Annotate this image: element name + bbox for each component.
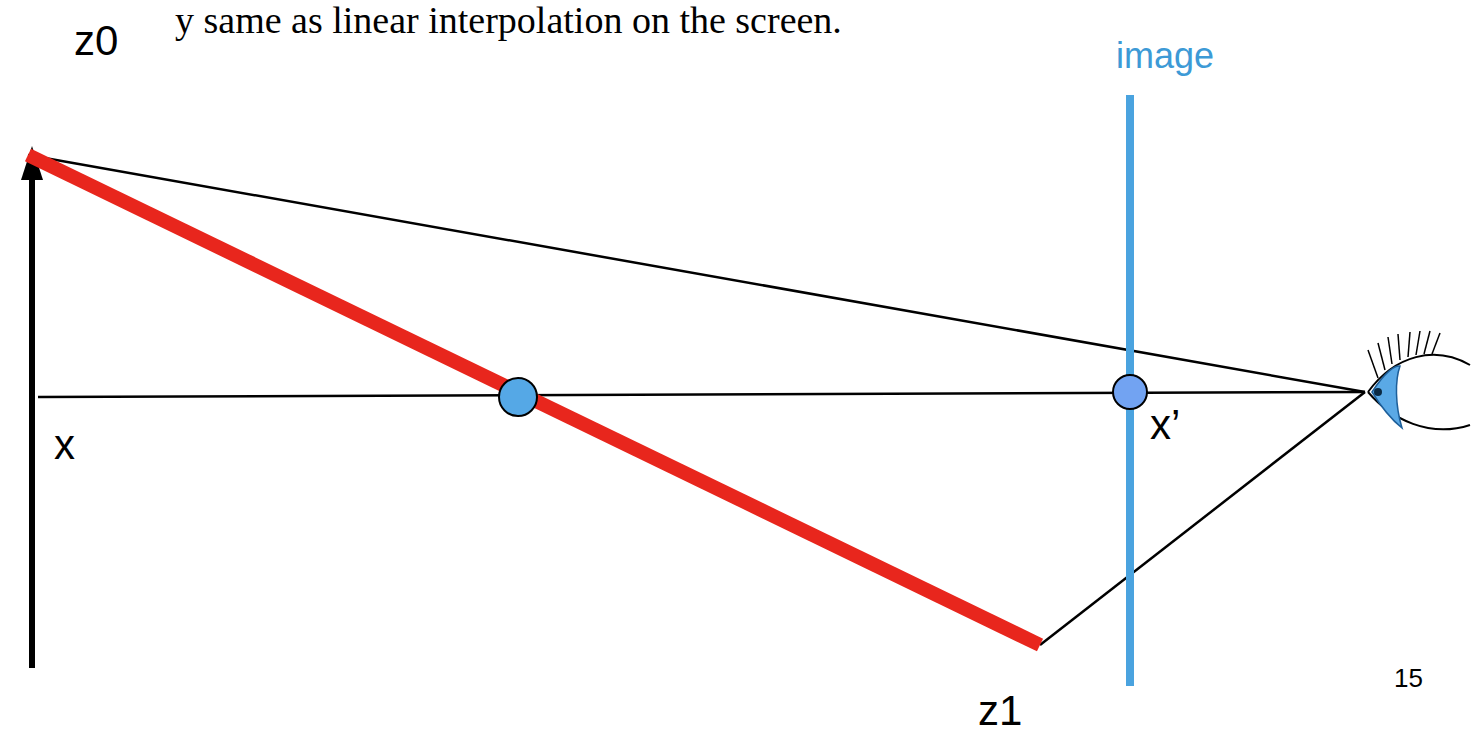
plane-label: image (1116, 36, 1214, 76)
point-label: z0 (74, 18, 118, 64)
sight-ray (28, 155, 1365, 392)
eye-icon (1368, 331, 1470, 429)
projected-dot (1113, 375, 1147, 409)
axis-line (29, 172, 35, 668)
heading-text: y same as linear interpolation on the sc… (175, 0, 842, 42)
sight-ray (1040, 392, 1365, 645)
page-number: 15 (1394, 664, 1423, 693)
point-label: x’ (1150, 402, 1180, 448)
point-label: z1 (978, 688, 1022, 734)
segment-line (28, 155, 1040, 645)
sight-ray (38, 392, 1365, 397)
point-dot (499, 378, 537, 416)
axis-label: x (54, 422, 75, 468)
